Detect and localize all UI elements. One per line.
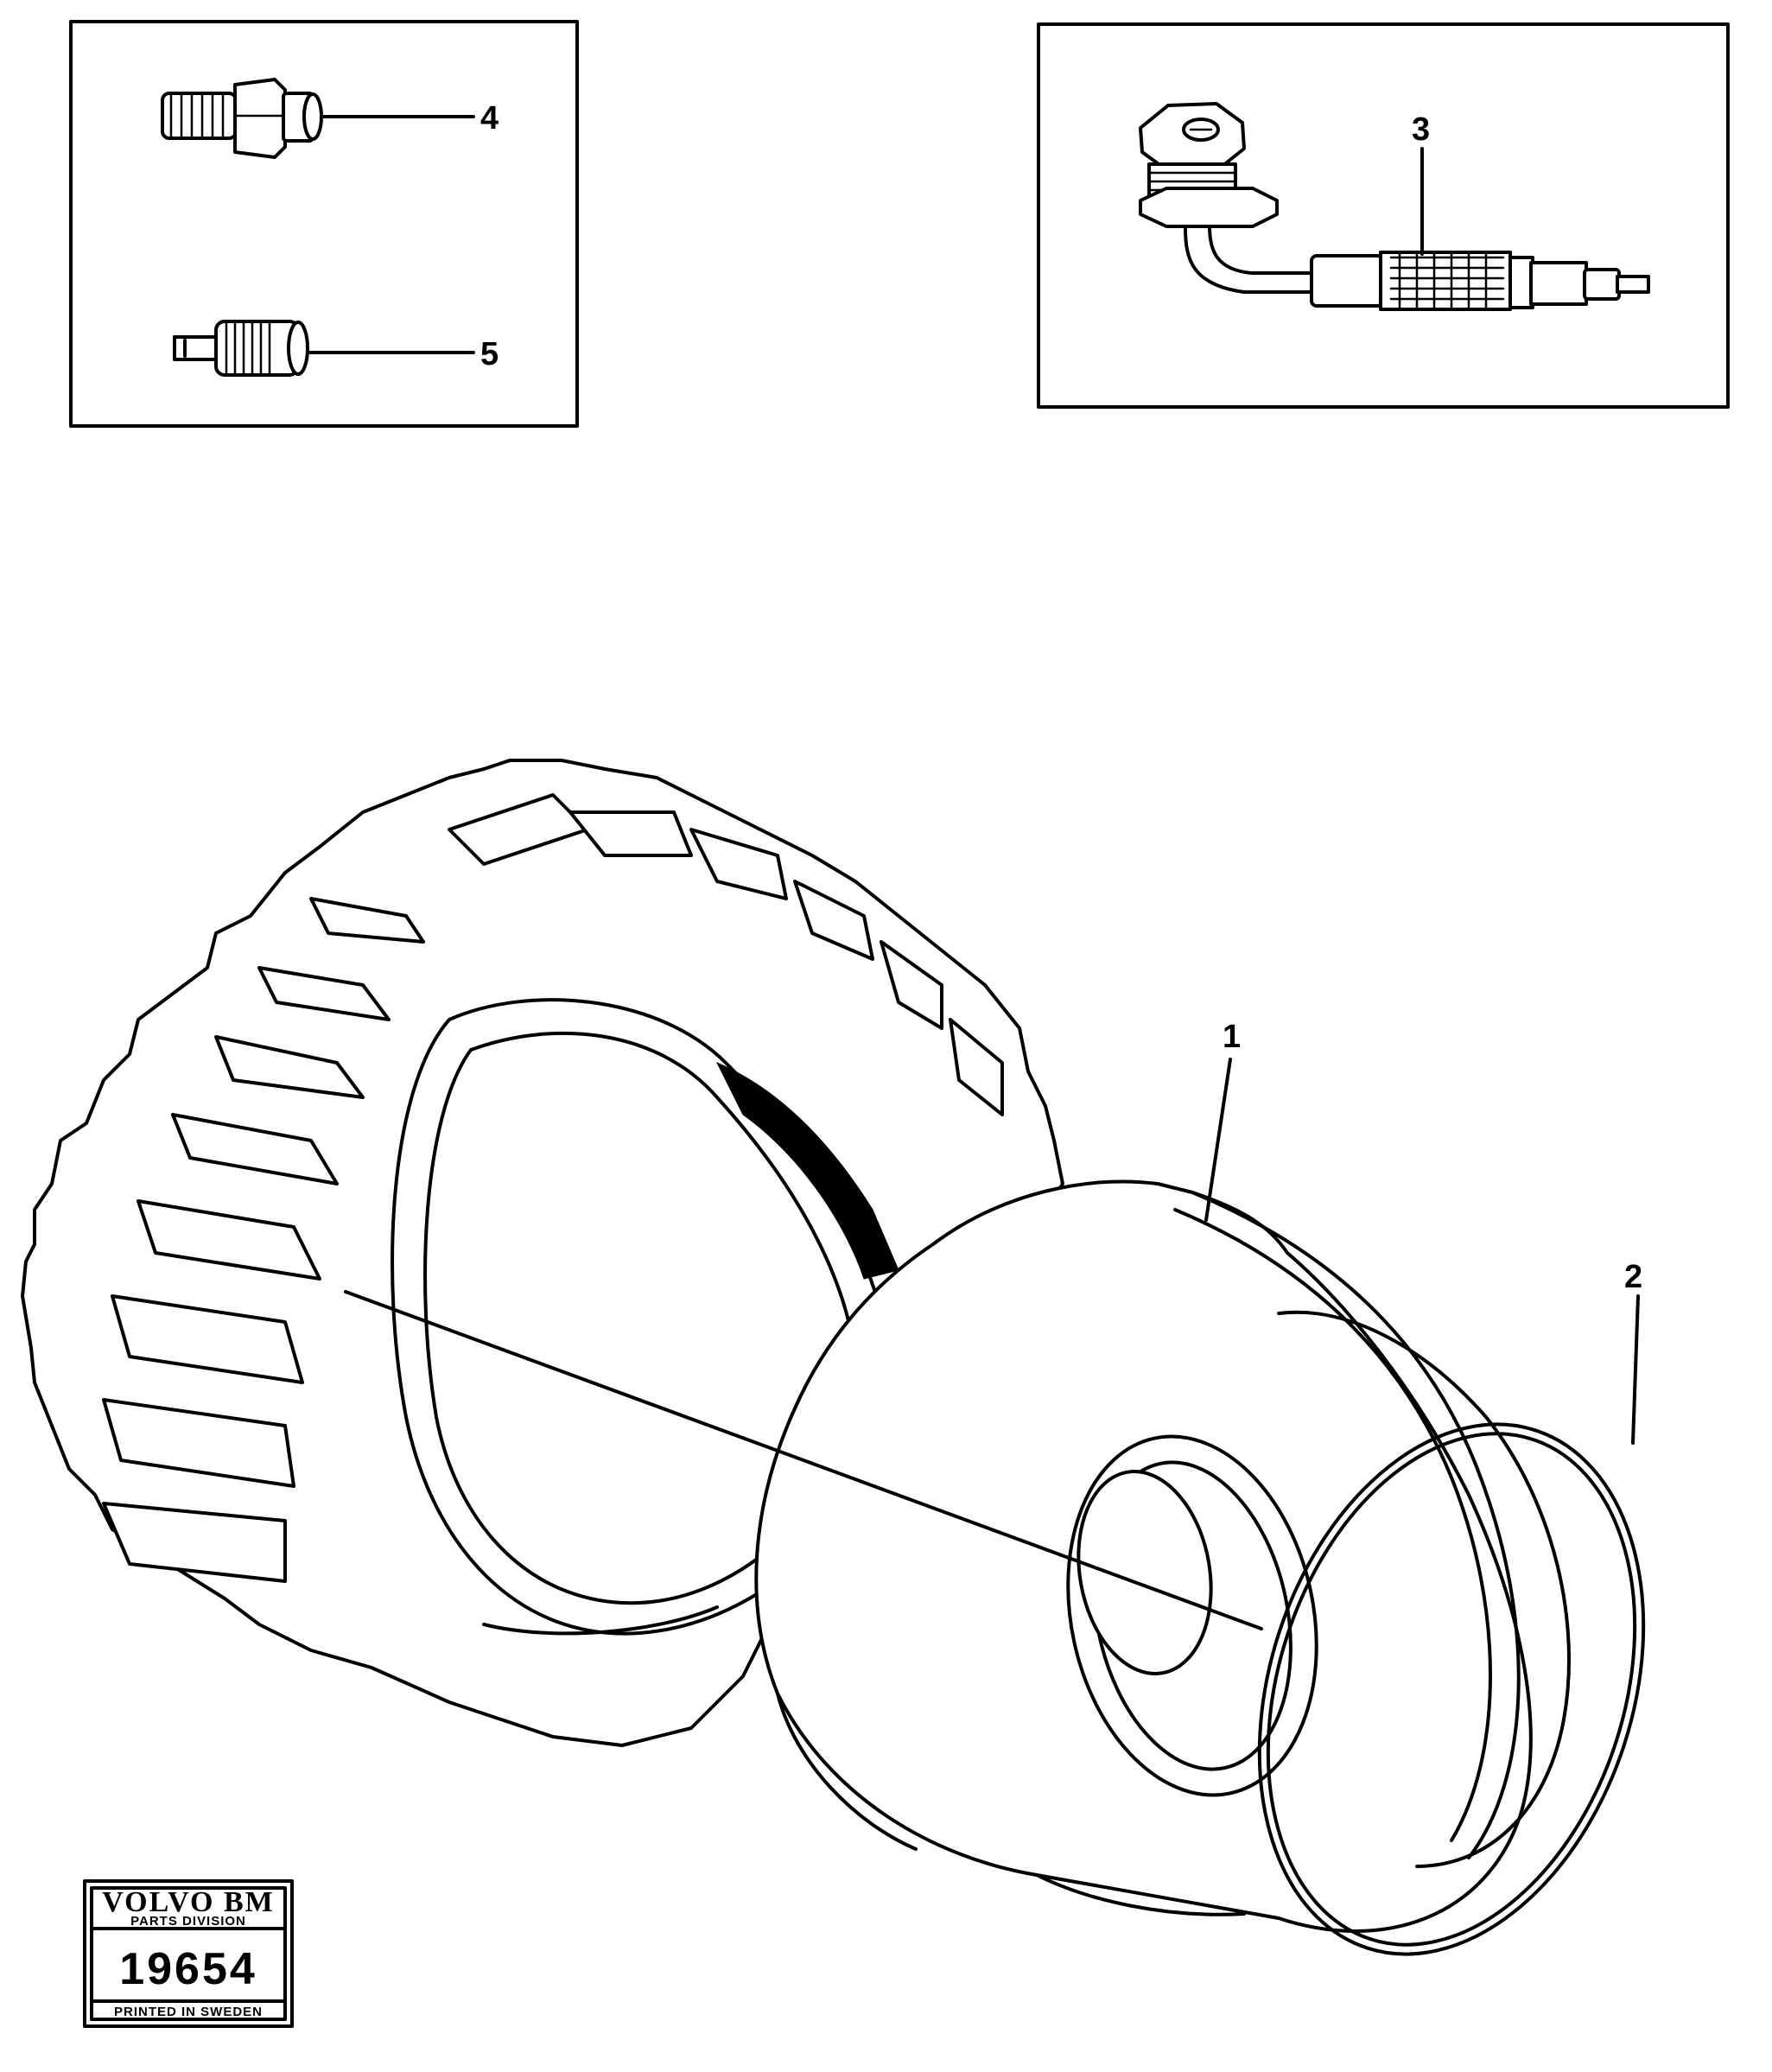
valve-adapter-part [161,78,323,159]
tread-lugs [102,793,1004,1583]
callout-1: 1 [1223,1019,1241,1055]
valve-cap-part [173,320,309,377]
knurled-grip [1389,252,1505,309]
stamp-printed: PRINTED IN SWEDEN [114,2005,263,2019]
inset-box-valve-parts: 4 5 [69,20,579,428]
leader-line-2 [1631,1294,1640,1445]
axis-centre-line [344,1290,1263,1630]
callout-2: 2 [1624,1259,1642,1295]
lock-ring-part [1257,1422,1646,1956]
angled-valve-stem-part [1139,102,1650,311]
volvo-bm-stamp: VOLVO BM PARTS DIVISION 19654 PRINTED IN… [83,1879,294,2028]
stamp-brand: VOLVO BM [102,1886,274,1918]
wheel-rim-part [754,1179,1571,1933]
callout-4: 4 [480,100,499,137]
inset-box-valve-stem: 3 [1037,22,1730,409]
stamp-number: 19654 [119,1944,257,1994]
leader-line-1 [1204,1058,1232,1222]
callout-3: 3 [1412,111,1430,148]
stamp-division: PARTS DIVISION [130,1914,246,1929]
callout-5: 5 [480,336,499,372]
